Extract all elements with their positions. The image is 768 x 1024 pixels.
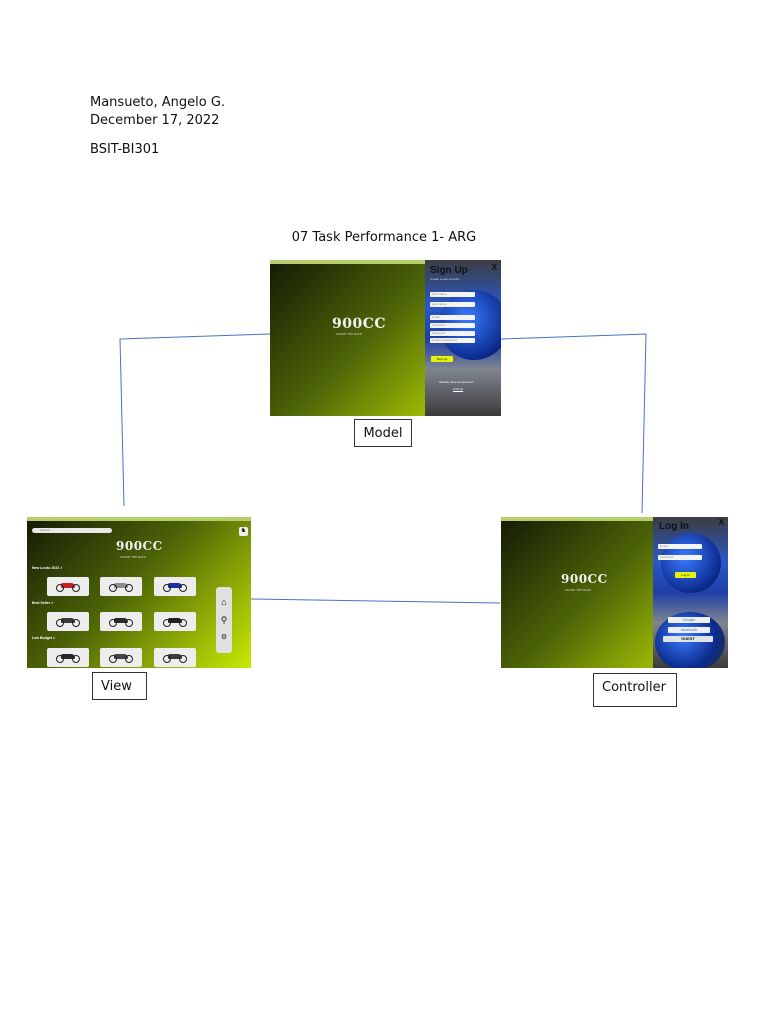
email-field[interactable]: Email: [430, 315, 475, 320]
status-bar: [27, 517, 251, 521]
first-name-field[interactable]: First Name: [430, 292, 475, 297]
login-prompt: Already have an account?: [439, 380, 474, 384]
password-field[interactable]: Password: [658, 555, 702, 560]
logo-tagline: CHASE THE RACE: [565, 588, 592, 592]
motorcycle-image: [56, 617, 80, 627]
close-icon[interactable]: X: [718, 518, 724, 527]
model-view-connector: [119, 333, 271, 507]
controller-label: Controller: [593, 673, 677, 707]
model-label: Model: [354, 419, 412, 447]
status-bar: [501, 517, 728, 521]
logo-text: 900CC: [332, 316, 387, 332]
bike-card[interactable]: [100, 648, 142, 667]
section-low-budget[interactable]: Low Budget >: [32, 636, 56, 640]
controller-screenshot: 900CC CHASE THE RACE Log In X Email Pass…: [501, 517, 728, 668]
model-screenshot: 900CC CHASE THE RACE Sign Up X Create a …: [270, 260, 501, 416]
view-screenshot: Search ♞ 900CC CHASE THE RACE New Looks …: [27, 517, 251, 668]
bike-card[interactable]: [154, 577, 196, 596]
signup-button[interactable]: Sign Up: [431, 356, 453, 362]
motorcycle-image: [109, 617, 133, 627]
motorcycle-image: [163, 582, 187, 592]
side-nav: ⌂ ⚲ ⚙: [216, 587, 232, 653]
bike-card[interactable]: [47, 577, 89, 596]
bike-card[interactable]: [100, 577, 142, 596]
login-link[interactable]: LOG IN: [453, 387, 464, 391]
bike-card[interactable]: [47, 612, 89, 631]
search-input[interactable]: Search: [32, 528, 112, 533]
app-logo: 900CC CHASE THE RACE: [332, 316, 387, 336]
logo-text: 900CC: [561, 572, 608, 586]
login-title: Log In: [659, 521, 689, 532]
document-title: 07 Task Performance 1- ARG: [291, 230, 477, 245]
account-icon[interactable]: ♞: [239, 527, 248, 536]
logo-text: 900CC: [116, 539, 163, 553]
home-icon[interactable]: ⌂: [221, 597, 227, 607]
close-icon[interactable]: X: [491, 263, 497, 272]
view-label: View: [92, 672, 147, 700]
bike-card[interactable]: [154, 612, 196, 631]
motorcycle-image: [56, 653, 80, 663]
google-login-button[interactable]: Google: [668, 617, 710, 623]
document-date: December 17, 2022: [90, 113, 220, 128]
email-field[interactable]: Email: [658, 544, 702, 549]
status-bar: [270, 260, 501, 264]
section-new-looks[interactable]: New Looks 2022 >: [32, 566, 63, 570]
motorcycle-image: [56, 582, 80, 592]
motorcycle-image: [109, 653, 133, 663]
bike-card[interactable]: [154, 648, 196, 667]
bike-card[interactable]: [100, 612, 142, 631]
guest-button[interactable]: GUEST: [663, 636, 713, 642]
signup-title: Sign Up: [430, 265, 468, 276]
model-controller-connector: [500, 333, 647, 514]
login-panel: Log In X Email Password Log In Google fa…: [653, 517, 728, 668]
motorcycle-photo: [661, 533, 721, 593]
view-controller-connector: [250, 598, 501, 604]
login-button[interactable]: Log In: [675, 572, 696, 578]
section-best-seller[interactable]: Best Seller >: [32, 601, 54, 605]
signup-subtitle: Create a new account: [430, 277, 460, 281]
motorcycle-image: [109, 582, 133, 592]
facebook-login-button[interactable]: facebook: [668, 627, 710, 633]
username-field[interactable]: Username: [430, 323, 475, 328]
signup-panel: Sign Up X Create a new account First Nam…: [425, 260, 501, 416]
bike-card[interactable]: [47, 648, 89, 667]
author-name: Mansueto, Angelo G.: [90, 95, 226, 110]
search-icon[interactable]: ⚲: [220, 615, 228, 625]
confirm-password-field[interactable]: Confirm Password: [430, 338, 475, 343]
motorcycle-image: [163, 617, 187, 627]
class-section: BSIT-BI301: [90, 142, 160, 157]
last-name-field[interactable]: Last Name: [430, 302, 475, 307]
app-logo: 900CC CHASE THE RACE: [561, 572, 608, 592]
settings-icon[interactable]: ⚙: [220, 634, 228, 641]
password-field[interactable]: Password: [430, 331, 475, 336]
motorcycle-image: [163, 653, 187, 663]
logo-tagline: CHASE THE RACE: [336, 332, 363, 336]
logo-tagline: CHASE THE RACE: [120, 555, 147, 559]
app-logo: 900CC CHASE THE RACE: [116, 539, 163, 559]
